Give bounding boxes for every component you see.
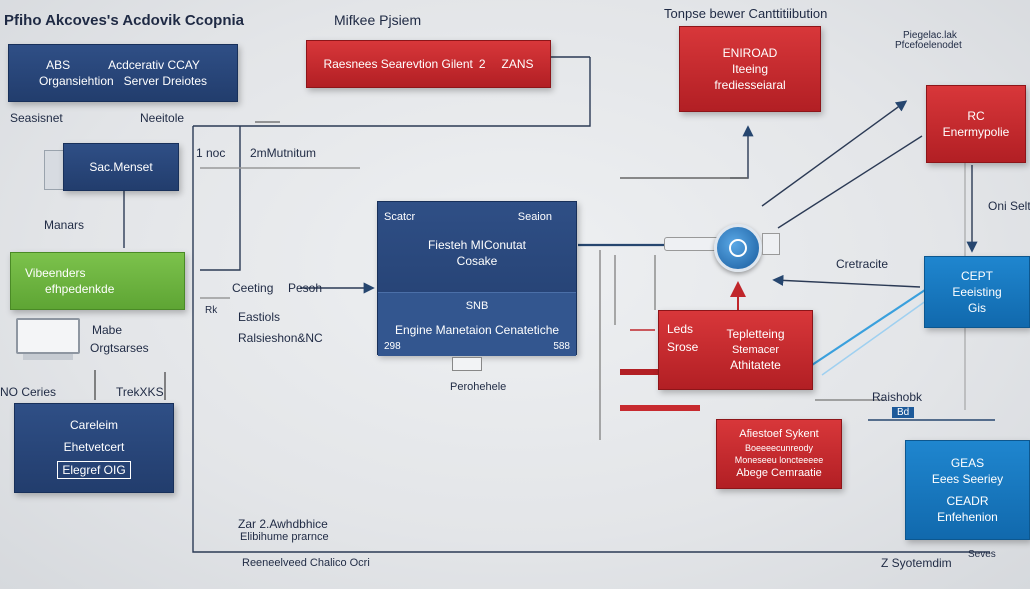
top-right-note-1: Piegelac.lak (903, 30, 957, 41)
main-box-line-5: Engine Manetaion Cenatetiche (394, 322, 560, 337)
template-line-3: Athitatete (730, 358, 781, 373)
rc-subtitle: Enermypolie (942, 125, 1010, 139)
career-line-3: Elegref OIG (57, 461, 131, 480)
career-line-1: Careleim (69, 417, 118, 432)
rc-box[interactable]: RC Enermypolie (926, 85, 1026, 163)
label-noceries: NO Ceries (0, 385, 57, 399)
server-box-text: Sac.Menset (89, 159, 153, 174)
eniroad-line-3: frediesseiaral (714, 78, 786, 93)
main-box-footer: SNB Engine Manetaion Cenatetiche 298 588 (378, 292, 576, 356)
template-side-2: Srose (667, 340, 699, 354)
label-bottom-right: Z Syotemdim (881, 556, 952, 570)
template-line-2: Stemacer (731, 343, 780, 356)
router-icon (664, 237, 720, 251)
geas-line-3: CEADR (946, 494, 989, 508)
organization-label-abs: ABS (46, 57, 71, 72)
label-perssh: Pesoh (288, 281, 323, 295)
geas-box[interactable]: GEAS Eees Seeriey CEADR Enfehenion (905, 440, 1030, 540)
label-bottom: Reeneelveed Chalico Ocri (242, 557, 370, 569)
label-orgtsances: Orgtsarses (90, 341, 149, 355)
label-elibtuse: Elibihume prarnce (240, 531, 329, 543)
afiestoef-line-2: Boeeeecunreody (744, 442, 814, 453)
career-box[interactable]: Careleim Ehetvetcert Elegref OIG (14, 403, 174, 493)
label-ceetrecite: Cretracite (836, 257, 889, 271)
diagram-title-center: Mifkee Pjsiem (334, 12, 422, 28)
main-box-line-2: Fiesteh MIConutat (427, 237, 527, 252)
main-system-box[interactable]: Scatcr Seaion Fiesteh MIConutat Cosake S… (377, 201, 577, 356)
label-trekuks: TrekXKS (116, 385, 164, 399)
template-box[interactable]: Leds Srose Tepletteing Stemacer Athitate… (658, 310, 813, 390)
main-box-top-left: Scatcr (384, 211, 416, 223)
cept-title: CEPT (960, 268, 993, 283)
top-right-note-2: Pfcefoelenodet (895, 40, 962, 51)
main-box-header: Scatcr Seaion (378, 210, 576, 225)
eniroad-box[interactable]: ENIROAD Iteeing frediesseiaral (679, 26, 821, 112)
template-side-1: Leds (667, 322, 694, 336)
eniroad-line-2: Iteeing (731, 61, 769, 76)
label-rk: Rk (205, 305, 218, 316)
service-client-text: Raesnees Searevtion Gilent (323, 56, 473, 71)
afiestoef-system-box[interactable]: Afiestoef Sykent Boeeeecunreody Moneseeu… (716, 419, 842, 489)
main-box-corner-right: 588 (553, 341, 570, 353)
monitor-icon (16, 318, 80, 362)
main-box-top-right: Seaion (517, 211, 552, 223)
label-zar: Zar 2.Awhdbhice (238, 517, 328, 531)
label-raeshbk: Raishobk (872, 390, 923, 404)
career-line-2: Ehetvetcert (63, 439, 125, 454)
hub-connector-icon (762, 233, 780, 255)
main-box-corner-left: 298 (384, 341, 401, 353)
main-box-corners: 298 588 (378, 338, 576, 354)
main-box-line-3: Cosake (456, 254, 498, 269)
service-client-code: ZANS (501, 56, 534, 71)
service-client-number: 2 (478, 56, 486, 71)
green-box[interactable]: Vibeenders efhpedenkde (10, 252, 185, 310)
cept-line-3: Gis (968, 301, 986, 316)
server-icon (44, 150, 64, 190)
organization-label-org: Organsiehtion (38, 74, 114, 88)
main-box-line-4: SNB (465, 300, 489, 312)
template-line-1: Tepletteing (726, 327, 785, 342)
label-neethole: Neeitole (140, 111, 185, 125)
geas-line-2: Eees Seeriey (931, 471, 1004, 486)
diagram-title-right: Tonpse bewer Canttitiibution (664, 6, 828, 21)
organization-row-2: Organsiehtion Server Dreiotes (39, 73, 207, 89)
green-box-line-2: efhpedenkde (45, 282, 115, 296)
cept-box[interactable]: CEPT Eeeisting Gis (924, 256, 1030, 328)
label-perohehel: Perohehele (450, 381, 507, 393)
label-1noc: 1 noc (196, 146, 226, 160)
green-box-line-1: Vibeenders (25, 265, 86, 280)
afiestoef-line-4: Abege Cemraatie (736, 467, 822, 480)
label-manars: Manars (44, 218, 85, 232)
service-client-box[interactable]: Raesnees Searevtion Gilent 2 ZANS (306, 40, 551, 88)
hub-ring-icon (729, 239, 747, 257)
server-box[interactable]: Sac.Menset (63, 143, 179, 191)
label-2mamatum: 2mMutnitum (250, 146, 317, 160)
organization-label-server: Server Dreiotes (123, 74, 208, 88)
label-ralsieshenc: Ralsieshon&NC (238, 331, 323, 345)
geas-line-4: Enfehenion (937, 510, 998, 525)
label-ceeting: Ceeting (232, 281, 274, 295)
label-eastriels: Eastiols (238, 310, 281, 324)
diagram-title-left: Pfiho Akcoves's Acdovik Ccopnia (4, 12, 245, 29)
label-mabe: Mabe (92, 323, 123, 337)
geas-title: GEAS (950, 455, 985, 470)
organization-label-acd: Acdcerativ CCAY (108, 57, 200, 72)
afiestoef-line-1: Afiestoef Sykent (739, 428, 819, 441)
hub-node-icon[interactable] (714, 224, 762, 272)
label-seves: Seves (968, 549, 996, 560)
device-icon (452, 357, 482, 371)
label-sensiehet: Seasisnet (10, 111, 63, 125)
label-on-set: Oni Selt (988, 199, 1030, 213)
rc-title: RC (967, 108, 985, 123)
organization-box[interactable]: ABS Acdcerativ CCAY Organsiehtion Server… (8, 44, 238, 102)
organization-row-1: ABS Acdcerativ CCAY (46, 57, 200, 73)
afiestoef-line-3: Moneseeu loncteeeee (734, 455, 824, 465)
eniroad-title: ENIROAD (722, 45, 778, 60)
cept-line-2: Eeeisting (952, 284, 1002, 299)
label-bd: Bd (892, 407, 915, 418)
